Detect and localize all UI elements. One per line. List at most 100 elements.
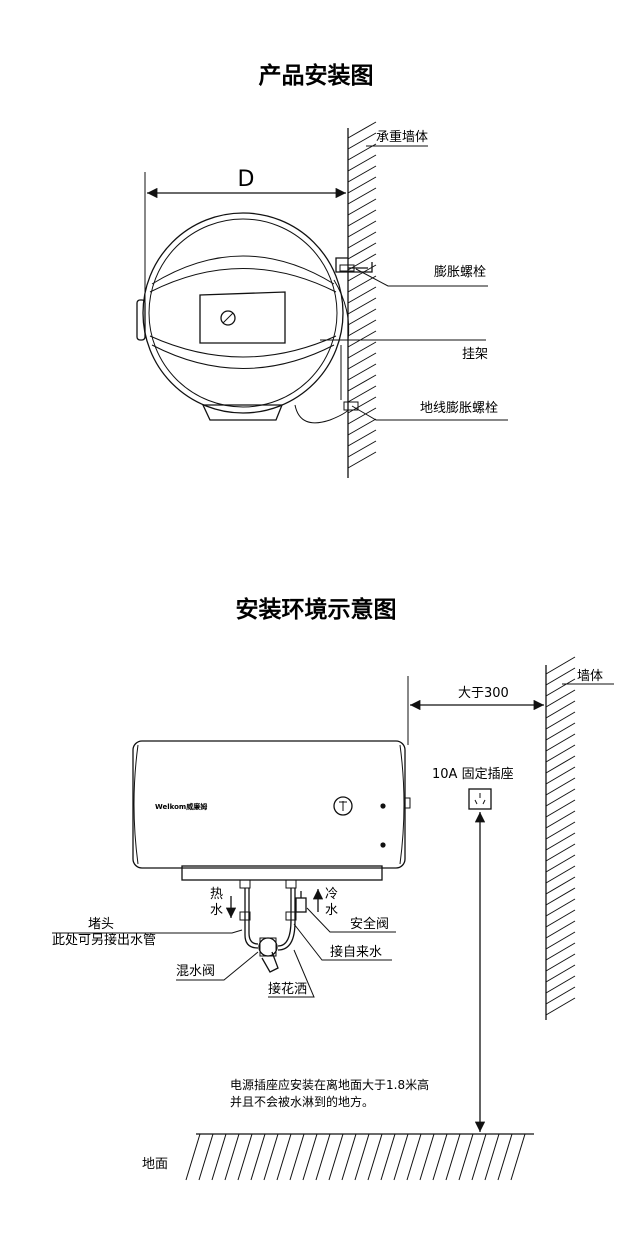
plug-note-label: 此处可另接出水管 (52, 932, 156, 948)
hatch-line (347, 198, 377, 216)
ground (185, 1133, 534, 1181)
cold-label-1: 冷 (325, 887, 338, 902)
hatch-line (347, 374, 377, 392)
hatch-line (347, 440, 377, 458)
hatch-line (545, 821, 576, 840)
hatch-line (347, 418, 377, 436)
hatch-line (545, 667, 576, 686)
hatch-line (545, 909, 576, 928)
hatch-line (347, 220, 377, 238)
wall (545, 656, 576, 1020)
hatch-line (347, 451, 377, 469)
hatch-line (545, 700, 576, 719)
socket-height-note-2: 并且不会被水淋到的地方。 (230, 1094, 374, 1109)
hatch-line (347, 154, 377, 172)
bolt-leader (355, 268, 488, 287)
hatch-line (545, 887, 576, 906)
shower-leader (268, 949, 315, 998)
distance-label: 大于300 (458, 686, 509, 701)
safety-valve-leader (306, 907, 396, 933)
hatch-line (354, 1133, 370, 1181)
ground-bolt-leader (351, 405, 508, 421)
hatch-line (545, 843, 576, 862)
hatch-line (341, 1133, 357, 1181)
hatch-line (545, 898, 576, 917)
mixing-valve-label: 混水阀 (176, 964, 215, 979)
hatch-line (545, 799, 576, 818)
hatch-line (302, 1133, 318, 1181)
safety-valve-label: 安全阀 (350, 916, 389, 932)
hot-label-2: 水 (210, 903, 223, 918)
socket-height-note-1: 电源插座应安装在离地面大于1.8米高 (230, 1077, 429, 1092)
hatch-line (545, 975, 576, 994)
hatch-line (224, 1133, 240, 1181)
hatch-line (545, 865, 576, 884)
hatch-line (545, 744, 576, 763)
hatch-line (347, 165, 377, 183)
wall2-label: 墙体 (577, 669, 603, 684)
ground-bolt-label: 地线膨胀螺栓 (420, 401, 498, 416)
hatch-line (545, 810, 576, 829)
safety-valve (295, 897, 307, 913)
hatch-line (458, 1133, 474, 1181)
hatch-line (347, 319, 377, 337)
plug-label: 堵头 (88, 917, 114, 932)
hatch-line (545, 733, 576, 752)
hatch-line (347, 352, 377, 370)
indicator-light (380, 803, 386, 809)
hatch-line (367, 1133, 383, 1181)
hatch-line (347, 407, 377, 425)
cold-label-2: 水 (325, 903, 338, 918)
hatch-line (545, 711, 576, 730)
hatch-line (237, 1133, 253, 1181)
wall-label: 承重墙体 (376, 129, 428, 145)
hatch-line (471, 1133, 487, 1181)
hatch-line (289, 1133, 305, 1181)
power-socket (468, 788, 492, 810)
hatch-line (347, 264, 377, 282)
hatch-line (347, 242, 377, 260)
dimension-d (144, 172, 346, 305)
thermostat-dial (333, 796, 353, 816)
tap-water-leader (293, 923, 392, 961)
hatch-line (347, 363, 377, 381)
diagram2-title: 安装环境示意图 (236, 596, 397, 623)
hatch-line (393, 1133, 409, 1181)
hatch-line (185, 1133, 201, 1181)
hatch-line (211, 1133, 227, 1181)
hatch-line (347, 286, 377, 304)
hatch-line (198, 1133, 214, 1181)
hatch-line (347, 330, 377, 348)
shower-label: 接花洒 (268, 981, 307, 997)
hatch-line (545, 964, 576, 983)
hatch-line (250, 1133, 266, 1181)
hatch-line (432, 1133, 448, 1181)
hatch-line (347, 176, 377, 194)
hatch-line (347, 308, 377, 326)
hatch-line (510, 1133, 526, 1181)
hatch-line (328, 1133, 344, 1181)
socket-label: 10A 固定插座 (432, 767, 514, 782)
hatch-line (545, 931, 576, 950)
hatch-line (347, 385, 377, 403)
hatch-line (484, 1133, 500, 1181)
hatch-line (347, 132, 377, 150)
hatch-line (276, 1133, 292, 1181)
mixing-valve-leader (176, 951, 259, 981)
diagram1-title: 产品安装图 (259, 62, 374, 89)
hatch-line (545, 920, 576, 939)
hatch-line (347, 253, 377, 271)
hatch-line (497, 1133, 513, 1181)
hatch-line (347, 121, 377, 139)
hatch-line (545, 942, 576, 961)
hatch-line (545, 986, 576, 1005)
hatch-line (347, 297, 377, 315)
hatch-line (545, 997, 576, 1016)
hatch-line (545, 755, 576, 774)
indicator-light (380, 842, 386, 848)
dimension-d-label: D (238, 167, 255, 192)
bracket-label: 挂架 (462, 347, 488, 362)
load-bearing-wall (347, 121, 377, 478)
hatch-line (347, 429, 377, 447)
hatch-line (347, 143, 377, 161)
